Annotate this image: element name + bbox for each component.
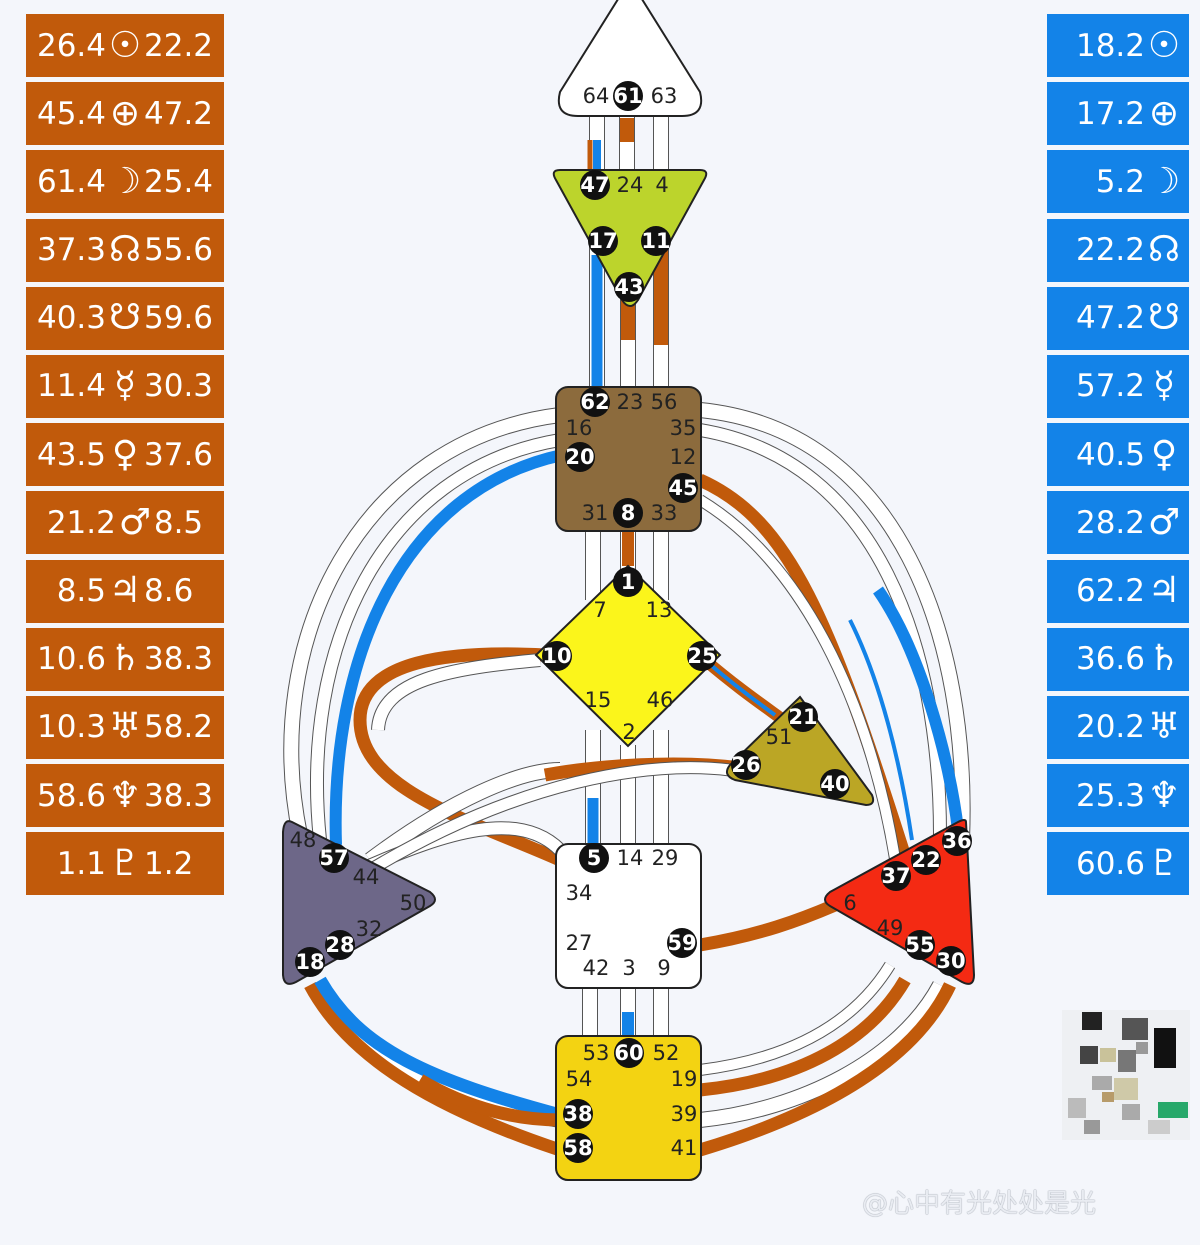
gate-number: 21 [788,705,817,729]
gate-number: 8 [621,501,636,525]
gate-number: 40 [820,772,849,796]
gate-number: 3 [622,956,635,980]
gate-number: 30 [936,949,965,973]
gate-number: 35 [670,416,697,440]
gate-number: 55 [905,933,934,957]
gate-number: 56 [651,390,678,414]
gate-number: 42 [583,956,610,980]
gate-number: 7 [593,598,606,622]
gate-number: 50 [400,891,427,915]
gate-number: 27 [566,931,593,955]
qr-code-blurred [1062,1010,1190,1140]
gate-number: 64 [583,84,610,108]
gate-number: 2 [622,720,635,744]
gate-number: 59 [667,931,696,955]
gate-number: 26 [731,753,760,777]
gate-number: 58 [563,1136,592,1160]
gate-number: 43 [614,275,643,299]
gate-number: 9 [657,956,670,980]
gate-number: 52 [653,1041,680,1065]
gate-number: 37 [881,864,910,888]
gate-number: 25 [687,644,716,668]
gate-number: 15 [585,688,612,712]
gate-number: 39 [671,1102,698,1126]
gate-number: 32 [356,917,383,941]
gate-number: 45 [668,476,697,500]
gate-number: 53 [583,1041,610,1065]
gate-number: 1 [621,570,636,594]
gate-number: 46 [647,688,674,712]
gate-number: 19 [671,1067,698,1091]
gate-number: 28 [325,933,354,957]
gate-number: 11 [641,229,670,253]
gate-number: 48 [290,828,317,852]
gate-number: 31 [582,501,609,525]
gate-number: 18 [295,950,324,974]
gate-number: 57 [319,846,348,870]
gate-number: 16 [566,416,593,440]
gate-number: 24 [617,173,644,197]
gate-number: 13 [646,598,673,622]
gate-number: 60 [614,1041,643,1065]
gate-number: 5 [587,846,602,870]
gate-number: 41 [671,1136,698,1160]
gate-number: 34 [566,881,593,905]
gate-number: 4 [655,173,668,197]
channel-activation [700,480,906,860]
gate-number: 62 [580,390,609,414]
gate-number: 63 [651,84,678,108]
channel-activation [700,905,835,945]
gate-number: 14 [617,846,644,870]
channel-activation [712,666,775,715]
gate-number: 23 [617,390,644,414]
gate-number: 36 [942,829,971,853]
gate-number: 29 [652,846,679,870]
gate-number: 44 [353,865,380,889]
watermark: @心中有光处处是光 [862,1183,1096,1220]
gate-number: 47 [580,173,609,197]
channel-outline [700,965,890,1070]
gate-number: 6 [843,891,856,915]
gate-number: 61 [613,84,642,108]
gate-number: 51 [766,725,793,749]
gate-number: 12 [670,445,697,469]
gate-number: 38 [563,1102,592,1126]
gate-number: 17 [588,229,617,253]
gate-number: 10 [542,644,571,668]
gate-number: 22 [911,848,940,872]
gate-number: 33 [651,501,678,525]
gate-number: 20 [565,445,594,469]
gate-number: 54 [566,1067,593,1091]
channel-line [700,965,890,1070]
gate-number: 49 [877,916,904,940]
